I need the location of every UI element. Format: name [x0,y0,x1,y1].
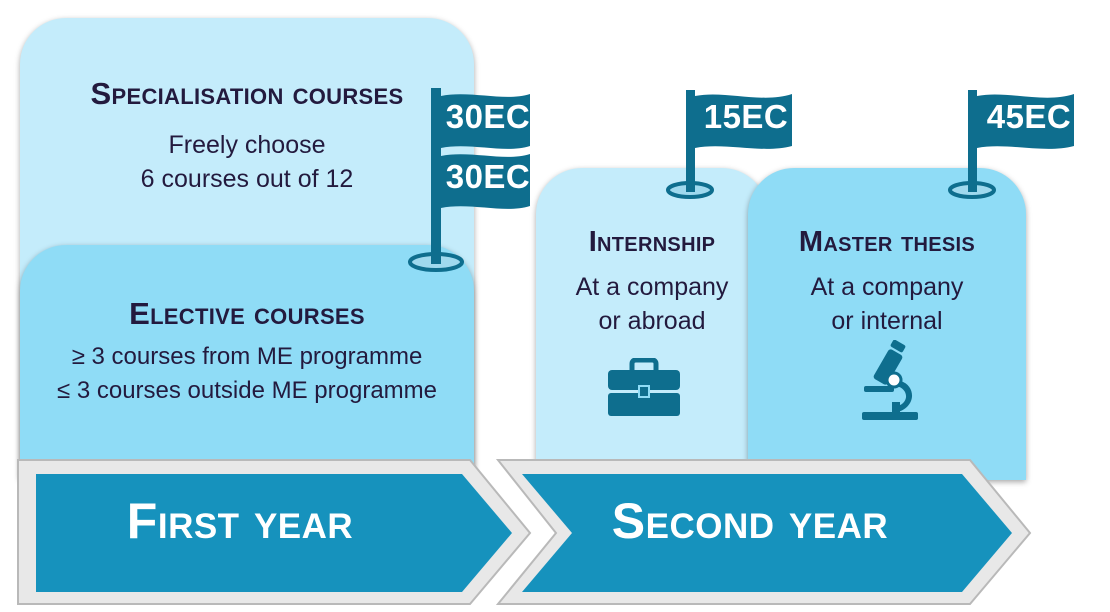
flag-first-year-bottom-label: 30EC [445,158,531,195]
first-year-label: First year [126,493,354,549]
thesis-line-2: or internal [831,307,943,335]
specialisation-line-2: 6 courses out of 12 [140,165,354,193]
internship-line-1: At a company [575,273,729,301]
briefcase-icon [606,357,682,423]
flag-internship-label: 15EC [703,98,789,135]
thesis-title: Master thesis [798,226,976,258]
elective-card [20,245,474,478]
flag-first-year-top-label: 30EC [445,98,531,135]
specialisation-line-1: Freely choose [168,131,326,159]
first-year-arrow [17,459,532,605]
internship-title: Internship [588,226,716,258]
elective-title: Elective courses [129,296,365,331]
internship-card [536,168,768,480]
specialisation-title: Specialisation courses [90,76,404,111]
flag-thesis-label: 45EC [986,98,1072,135]
second-year-arrow [495,459,1032,605]
flag-thesis [948,90,1074,199]
microscope-icon [858,339,924,427]
flag-internship [666,90,792,199]
second-year-label: Second year [611,493,889,549]
thesis-card [748,168,1026,480]
elective-line-2: ≤ 3 courses outside ME programme [57,377,437,404]
internship-line-2: or abroad [598,307,706,335]
flag-first-year [408,88,530,272]
elective-line-1: ≥ 3 courses from ME programme [71,343,423,370]
thesis-line-1: At a company [810,273,964,301]
